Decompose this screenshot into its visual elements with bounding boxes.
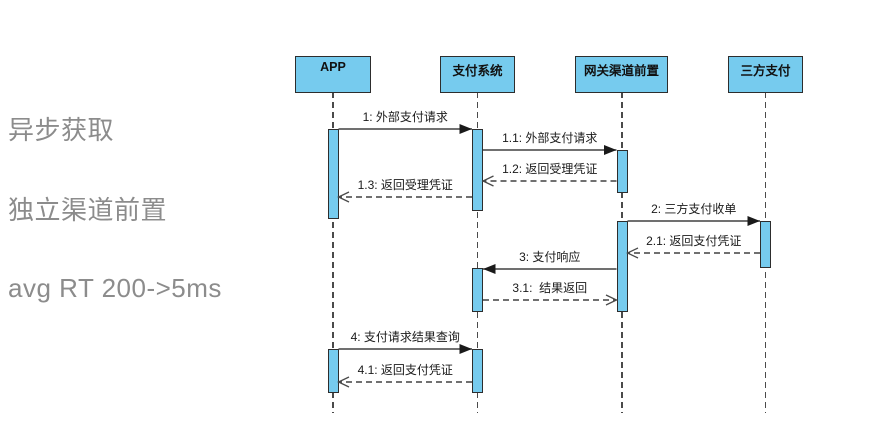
activation-bar-8 [472,349,483,393]
message-label-4: 1.3: 返回受理凭证 [357,178,453,192]
annotation-avg-rt: avg RT 200->5ms [8,273,222,303]
activation-bar-7 [327,349,339,393]
activation-bar-1 [327,129,339,219]
annotation-channel-front: 独立渠道前置 [8,195,168,225]
actor-box-4: 三方支付 [728,56,803,93]
activation-bar-2 [472,129,483,211]
message-label-7: 3: 支付响应 [519,250,581,264]
activation-bar-6 [472,268,483,312]
activation-bar-5 [760,221,771,268]
lifeline-1 [332,92,334,413]
message-label-6: 2.1: 返回支付凭证 [646,234,742,248]
message-label-9: 4: 支付请求结果查询 [350,330,460,344]
activation-bar-3 [616,150,628,193]
annotation-async-fetch: 异步获取 [8,115,115,145]
message-label-2: 1.1: 外部支付请求 [502,131,598,145]
lifeline-2 [476,92,479,413]
message-label-5: 2: 三方支付收单 [651,202,737,216]
activation-bar-4 [616,221,628,312]
message-label-1: 1: 外部支付请求 [362,110,448,124]
message-label-10: 4.1: 返回支付凭证 [357,363,453,377]
actor-box-3: 网关渠道前置 [575,56,668,93]
message-label-8: 3.1: 结果返回 [512,281,588,295]
message-label-3: 1.2: 返回受理凭证 [502,162,598,176]
actor-box-2: 支付系统 [440,56,515,93]
actor-box-1: APP [295,56,371,93]
